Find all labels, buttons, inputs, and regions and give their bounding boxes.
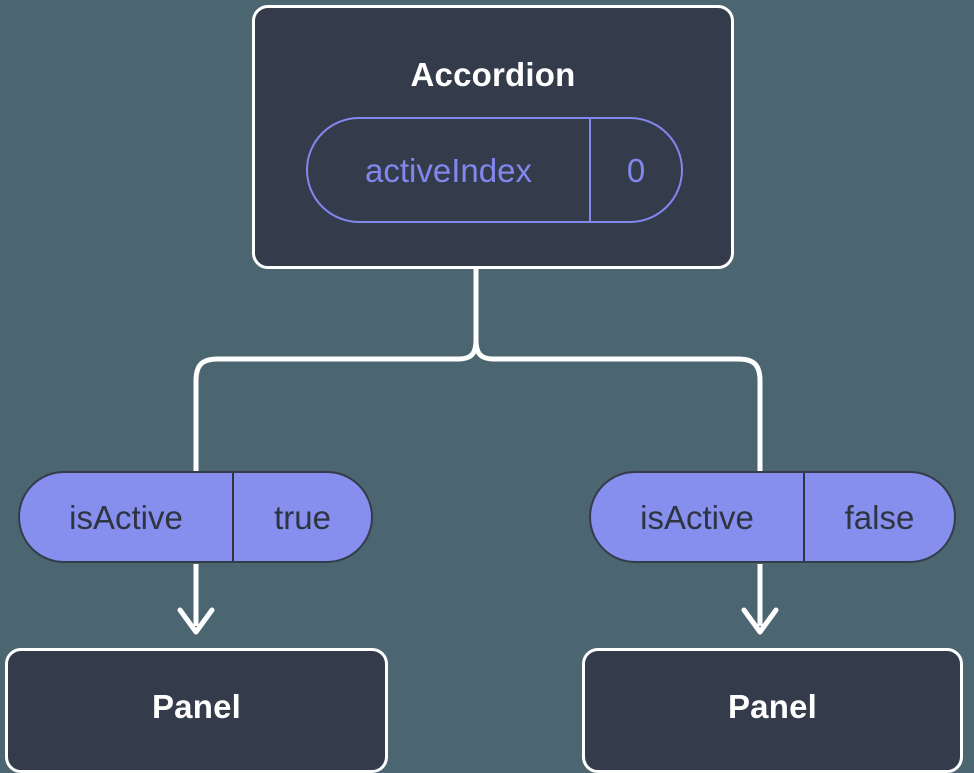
node-accordion-title: Accordion — [410, 56, 576, 93]
connector-branch-left — [193, 337, 479, 474]
prop-pill-isactive-false[interactable]: isActive false — [589, 471, 956, 563]
prop-pill-right-key: isActive — [640, 498, 754, 536]
node-panel-left[interactable]: Panel — [5, 648, 388, 773]
state-pill-activeindex-key: activeIndex — [365, 151, 532, 189]
state-pill-activeindex[interactable]: activeIndex 0 — [306, 117, 683, 223]
arrow-left-head-icon — [177, 607, 215, 635]
node-panel-right-title: Panel — [727, 687, 818, 725]
connector-branch-right — [473, 337, 763, 474]
arrow-right-head-icon — [741, 607, 779, 635]
prop-pill-right-value: false — [803, 473, 954, 561]
node-panel-right[interactable]: Panel — [582, 648, 963, 773]
state-pill-activeindex-value: 0 — [589, 119, 681, 221]
node-accordion[interactable]: Accordion — [252, 5, 734, 269]
prop-pill-left-key: isActive — [69, 498, 183, 536]
prop-pill-isactive-true[interactable]: isActive true — [18, 471, 373, 563]
node-panel-left-title: Panel — [151, 687, 242, 725]
prop-pill-left-value: true — [232, 473, 371, 561]
